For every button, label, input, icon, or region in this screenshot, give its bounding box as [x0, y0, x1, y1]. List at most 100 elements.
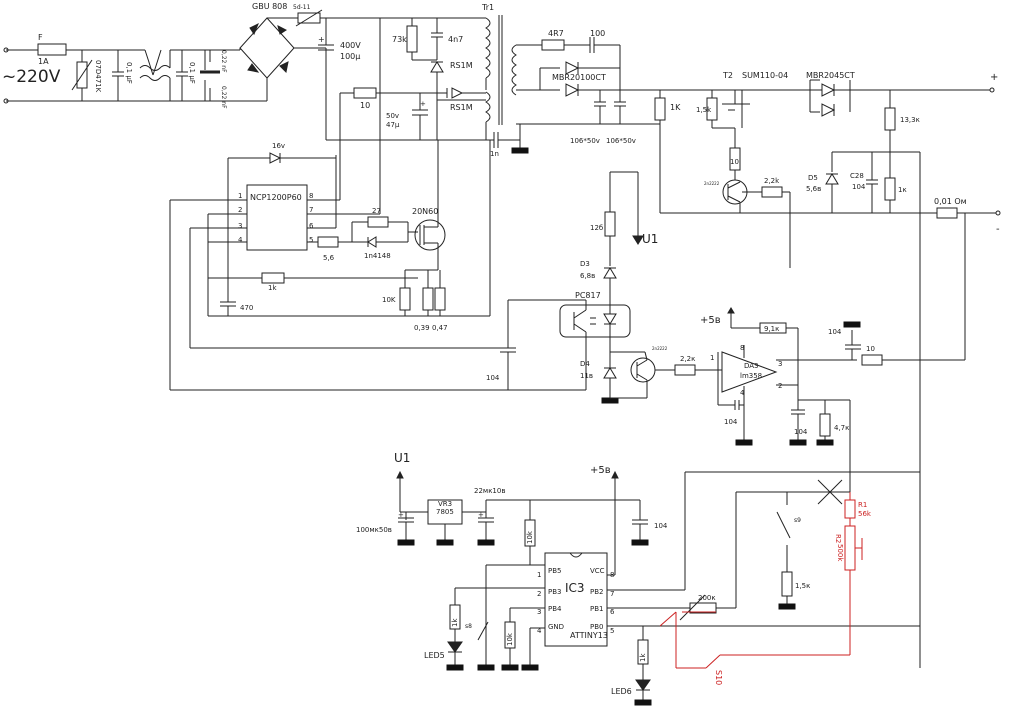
r1-resistor: [844, 499, 856, 519]
output-diode-label: MBR20100CT: [552, 73, 606, 82]
out-snub-resistor-label: 4R7: [548, 29, 564, 38]
q-small-label: 2n2222: [704, 181, 720, 186]
aux-small-cap-label: 1n: [490, 150, 499, 158]
cap-y2-label: 0,22 nF: [220, 86, 227, 109]
s10-label: S10: [714, 670, 723, 685]
svg-text:+: +: [420, 100, 426, 108]
aux-diode-label: RS1M: [450, 103, 473, 112]
opto-label: PC817: [575, 291, 601, 300]
snubber-diode-label: RS1M: [450, 61, 473, 70]
output-minus-label: -: [996, 224, 1000, 235]
mcu-pin-vcc: VCC: [590, 567, 605, 575]
regulator-part-label: 7805: [436, 508, 454, 516]
mcu-pin-pb1: PB1: [590, 605, 603, 613]
t2-part-label: SUM110-04: [742, 71, 788, 80]
pwm-sense2-label: 0,47: [432, 324, 448, 332]
pwm-fb-resistor-label: 1k: [268, 284, 277, 292]
snubber-cap-label: 4n7: [448, 35, 463, 44]
bulk-cap-capacitance: 100μ: [340, 52, 360, 61]
t2-resistor-label: 1,5k: [696, 106, 712, 114]
mosfet-label: 20N60: [412, 207, 438, 216]
varistor-label: 07D471K: [94, 60, 102, 93]
svg-text:+: +: [398, 511, 404, 519]
d3-ref-label: D3: [580, 260, 590, 268]
pb4-resistor-label: 10k: [506, 632, 514, 646]
divider-top-label: 13,3к: [900, 116, 920, 124]
out-diode-part-label: MBR2045CT: [806, 71, 855, 80]
pwm-gate-diode-label: 1n4148: [364, 252, 391, 260]
d5-value-label: 5,6в: [806, 185, 821, 193]
mcu-u1-label: U1: [394, 451, 410, 465]
mcu-ic: [544, 552, 608, 647]
pwm-ic: [246, 184, 308, 251]
r2-potentiometer: [844, 525, 856, 571]
fuse-value-label: 1A: [38, 57, 49, 66]
regulator-ref-label: VR3: [438, 500, 452, 508]
r1-ref-label: R1: [858, 501, 867, 509]
d4-ref-label: D4: [580, 360, 590, 368]
bulk-capacitor: + 400V 100μ: [318, 18, 486, 141]
s9-label: s9: [794, 517, 801, 524]
mcu-cap-out-label: 22мк10в: [474, 487, 505, 495]
amp-cap-bottom-label: 104: [724, 418, 738, 426]
pwm-pin-8: 8: [309, 192, 313, 200]
opamp: [721, 351, 778, 393]
q-resistor-label: 2,2k: [764, 177, 780, 185]
mcu-pin-pb0: PB0: [590, 623, 603, 631]
pwm-pin-7: 7: [309, 206, 313, 214]
led6-resistor-label: 1k: [639, 653, 647, 662]
mcu-cap-dec-label: 104: [654, 522, 668, 530]
c28-ref-label: C28: [850, 172, 864, 180]
mcu-pinnum-2: 2: [537, 590, 541, 598]
optocoupler: [559, 304, 631, 338]
mcu-ic-ref-label: IC3: [565, 581, 585, 595]
amp-pin8-label: 8: [740, 344, 744, 352]
cap-x2-label: 0,1 μF: [188, 62, 196, 84]
svg-text:+: +: [478, 511, 484, 519]
common-mode-choke: [139, 49, 220, 102]
r2-value-label: 500k: [836, 544, 844, 562]
fb-cap-label: 104: [486, 374, 500, 382]
r2-ref-label: R2: [834, 534, 842, 543]
pwm-zener-label: 16v: [272, 142, 285, 150]
q-fb-label: 2n2222: [652, 346, 668, 351]
output-plus-label: +: [990, 72, 998, 83]
power-mosfet: 20N60: [412, 140, 446, 270]
mcu-cap-in-label: 100мк50в: [356, 526, 392, 534]
shunt-label: 0,01 Ом: [934, 197, 967, 206]
pwm-pin-4: 4: [238, 236, 243, 244]
fb-resistor-label: 12б: [590, 224, 603, 232]
mcu-pin-pb5: PB5: [548, 567, 561, 575]
bridge-label: GBU 808: [252, 2, 287, 11]
led5-resistor-label: 1k: [451, 618, 459, 627]
ntc-label: 5d-11: [293, 4, 311, 11]
mcu-pin-gnd: GND: [548, 623, 564, 631]
amp-supply-label: +5в: [700, 315, 721, 326]
amp-pin1-label: 1: [710, 354, 714, 362]
primary-snubber: 73k 4n7 RS1M Tr1: [392, 3, 517, 125]
s9-resistor-label: 1,5к: [795, 582, 810, 590]
output-load-resistor-label: 1K: [670, 103, 681, 112]
amp-ref-label: DA3: [744, 362, 759, 370]
feedback-section: 12б D3 6,8в U1 PC817 D4 11в: [169, 171, 718, 404]
mcu-pinnum-3: 3: [537, 608, 541, 616]
snubber-resistor-label: 73k: [392, 35, 407, 44]
amp-cap-top-label: 104: [828, 328, 842, 336]
mcu-section: U1 + 100мк50в VR3 7805 + 22мк10в +5в: [356, 451, 920, 706]
led6-label: LED6: [611, 687, 632, 696]
cap-y1-label: 0,22 nF: [220, 50, 227, 73]
t2-base-resistor-label: 10: [730, 158, 739, 166]
mcu-pin-pb2: PB2: [590, 588, 603, 596]
mcu-ic-part-label: ATTINY13: [570, 631, 608, 640]
amp-pin4-label: 4: [740, 389, 745, 397]
mcu-pinnum-5: 5: [610, 627, 614, 635]
fuse-ref-label: F: [38, 33, 43, 42]
mcu-pin-pb4: PB4: [548, 605, 562, 613]
svg-text:+: +: [318, 35, 325, 44]
pwm-pulldown-label: 10K: [382, 296, 396, 304]
pwm-pin-2: 2: [238, 206, 242, 214]
mcu-pinnum-6: 6: [610, 608, 615, 616]
aux-resistor-label: 10: [360, 101, 370, 110]
pwm-fb-cap-label: 470: [240, 304, 253, 312]
q-fb-resistor-label: 2,2к: [680, 355, 695, 363]
